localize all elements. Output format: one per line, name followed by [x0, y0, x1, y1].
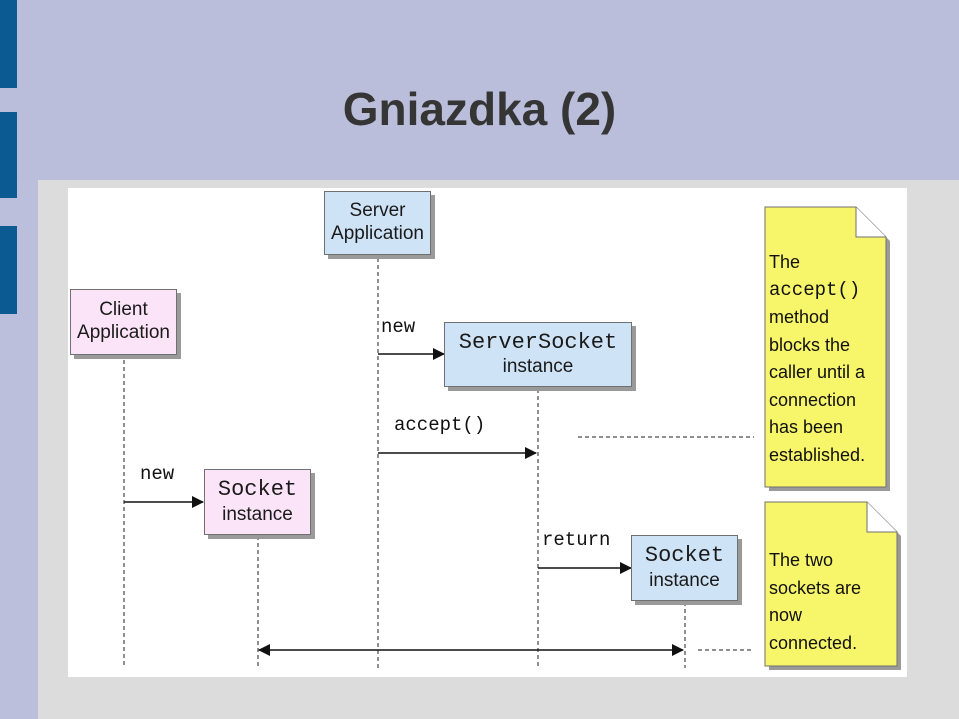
server-socket-label-2: instance: [502, 356, 574, 378]
note-accept-line: caller until a: [769, 362, 866, 382]
note-connected-text: The two sockets are now connected.: [769, 547, 861, 657]
server-side-socket-label-1: Socket: [644, 543, 725, 569]
server-side-socket-label-2: instance: [649, 569, 720, 591]
slide-title: Gniazdka (2): [342, 83, 617, 135]
note-accept-shape: [764, 206, 887, 488]
note-connected-line: now: [769, 605, 803, 625]
note-accept-line: has been: [769, 417, 844, 437]
note-connected-shape: [764, 501, 898, 667]
note-accept-line: method: [769, 307, 830, 327]
diagram-lines: [123, 206, 901, 670]
server-side-socket-box: Socket instance: [631, 535, 738, 601]
note-connected-line: connected.: [769, 632, 858, 653]
note-connected-line: The two: [769, 550, 834, 570]
client-socket-label-2: instance: [222, 503, 293, 525]
header-accent-bar: [0, 0, 17, 88]
note-accept-text: The accept() method blocks the caller un…: [769, 249, 865, 469]
client-new-label: new: [140, 463, 175, 485]
return-label: return: [542, 529, 611, 551]
note-accept-line: blocks the: [769, 334, 851, 355]
client-application-label-1: Client: [99, 299, 148, 321]
note-accept-line: connection: [769, 389, 857, 410]
client-application-box: Client Application: [70, 289, 177, 355]
slide-header: [0, 0, 959, 180]
note-accept-code: accept(): [769, 278, 861, 301]
client-socket-box: Socket instance: [204, 469, 311, 535]
sequence-diagram: Server Application Client Application Se…: [68, 188, 907, 677]
note-connected-line: sockets are: [769, 577, 862, 598]
note-accept-line: established.: [769, 444, 866, 465]
server-new-label: new: [381, 316, 416, 338]
client-application-label-2: Application: [77, 322, 170, 343]
server-socket-box: ServerSocket instance: [444, 322, 632, 387]
header-accent-bar: [0, 226, 17, 314]
header-accent-bar: [0, 112, 17, 198]
note-accept-line: The: [769, 252, 801, 272]
client-socket-label-1: Socket: [217, 477, 298, 503]
server-application-box: Server Application: [324, 191, 431, 255]
server-socket-label-1: ServerSocket: [458, 329, 618, 355]
server-application-label-1: Server: [349, 200, 406, 222]
accept-label: accept(): [394, 414, 486, 436]
server-application-label-2: Application: [331, 223, 424, 244]
